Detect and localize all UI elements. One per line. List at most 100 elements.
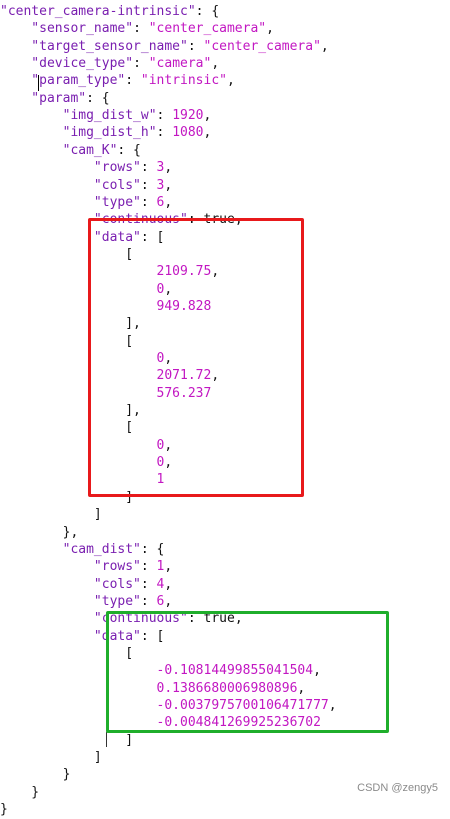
json-key: "device_type" — [0, 56, 134, 72]
json-value: 1 — [156, 559, 165, 575]
json-punctuation: ] — [0, 732, 134, 748]
code-line: ] — [0, 749, 102, 767]
json-punctuation: ] — [0, 489, 134, 505]
code-line: ] — [0, 732, 133, 750]
code-line: "rows": 1, — [0, 558, 172, 576]
json-punctuation: : — [187, 38, 204, 54]
json-punctuation: : { — [117, 142, 141, 158]
json-punctuation: ] — [0, 507, 102, 523]
json-punctuation: , — [164, 593, 173, 609]
code-line: "cam_dist": { — [0, 541, 165, 559]
code-line: [ — [0, 333, 133, 351]
json-key: "img_dist_h" — [0, 125, 157, 141]
code-line: 1 — [0, 471, 165, 489]
code-line: 0, — [0, 437, 173, 455]
code-line: "param": { — [0, 90, 109, 108]
code-line: -0.0037975700106471777, — [0, 697, 337, 715]
json-value: -0.0037975700106471777 — [0, 698, 329, 713]
json-punctuation: , — [164, 194, 173, 210]
code-line: ] — [0, 489, 133, 507]
json-punctuation: , — [297, 680, 306, 696]
code-line: 0, — [0, 350, 173, 368]
code-line: -0.004841269925236702 — [0, 714, 321, 732]
json-punctuation: , — [226, 73, 235, 89]
code-line: "type": 6, — [0, 593, 172, 611]
json-punctuation: true — [203, 611, 235, 627]
json-value: 0 — [0, 437, 165, 453]
json-punctuation: } — [0, 802, 8, 818]
code-line: "param_type": "intrinsic", — [0, 72, 235, 90]
json-value: -0.004841269925236702 — [0, 715, 321, 731]
json-key: "data" — [0, 628, 141, 644]
json-punctuation: : — [125, 73, 141, 89]
json-punctuation: , — [164, 281, 173, 297]
green-highlight-box — [106, 611, 389, 733]
json-value: "intrinsic" — [140, 73, 227, 89]
code-line: "target_sensor_name": "center_camera", — [0, 38, 329, 56]
json-punctuation: : — [140, 576, 157, 592]
json-value: 576.237 — [0, 385, 212, 401]
json-punctuation: , — [164, 455, 173, 471]
json-key: "rows" — [0, 559, 141, 575]
code-line: "data": [ — [0, 628, 164, 646]
json-value: "camera" — [148, 56, 212, 72]
code-line: 2109.75, — [0, 263, 220, 281]
code-line: 576.237 — [0, 385, 212, 403]
json-key: "rows" — [0, 160, 141, 176]
json-value: 6 — [156, 593, 165, 609]
code-line: "type": 6, — [0, 194, 172, 212]
json-value: 1080 — [172, 125, 204, 141]
json-punctuation: , — [164, 160, 173, 176]
json-value: 0 — [0, 281, 165, 297]
json-punctuation: : { — [195, 4, 220, 19]
json-key: "data" — [0, 229, 141, 245]
json-punctuation: , — [234, 611, 243, 627]
json-value: "center_camera" — [203, 38, 321, 54]
red-highlight-box — [88, 218, 304, 497]
code-line: }, — [0, 524, 79, 542]
json-key: "cam_K" — [0, 142, 118, 158]
code-line: "img_dist_h": 1080, — [0, 124, 212, 142]
code-line: ] — [0, 506, 102, 524]
code-line: [ — [0, 419, 133, 437]
json-key: "type" — [0, 194, 141, 210]
code-line: 0, — [0, 281, 173, 299]
json-value: 0 — [0, 351, 165, 366]
code-line: "sensor_name": "center_camera", — [0, 20, 274, 38]
json-key: "continuous" — [0, 611, 188, 627]
json-key: "center_camera-intrinsic" — [0, 4, 196, 19]
json-value: "center_camera" — [148, 21, 267, 37]
json-punctuation: } — [0, 784, 40, 800]
json-punctuation: [ — [0, 645, 134, 661]
json-punctuation: : — [140, 559, 157, 575]
json-punctuation: , — [320, 38, 329, 54]
json-value: 1920 — [172, 108, 204, 124]
code-line: } — [0, 766, 71, 784]
code-line: -0.10814499855041504, — [0, 662, 321, 680]
code-line: "device_type": "camera", — [0, 55, 219, 73]
json-punctuation: : — [140, 593, 157, 609]
json-punctuation: : — [156, 108, 173, 124]
json-value: 0 — [0, 455, 165, 471]
json-key: "img_dist_w" — [0, 108, 157, 124]
json-key: "param_type" — [0, 73, 126, 89]
json-punctuation: , — [164, 177, 173, 193]
json-key: "type" — [0, 593, 141, 609]
json-value: 949.828 — [0, 298, 212, 314]
code-line: 2071.72, — [0, 367, 220, 385]
json-punctuation: : — [133, 56, 149, 72]
json-value: 3 — [156, 160, 165, 176]
json-punctuation: , — [328, 698, 337, 713]
json-key: "param" — [0, 90, 87, 106]
code-line: 949.828 — [0, 298, 212, 316]
code-line: [ — [0, 246, 133, 264]
code-line: } — [0, 801, 8, 819]
json-punctuation: : [ — [140, 229, 165, 245]
json-punctuation: } — [0, 767, 71, 783]
code-line: 0, — [0, 454, 173, 472]
json-punctuation: : — [140, 194, 157, 210]
code-line: ], — [0, 315, 141, 333]
json-punctuation: : [ — [140, 628, 165, 644]
json-punctuation: , — [211, 264, 220, 280]
